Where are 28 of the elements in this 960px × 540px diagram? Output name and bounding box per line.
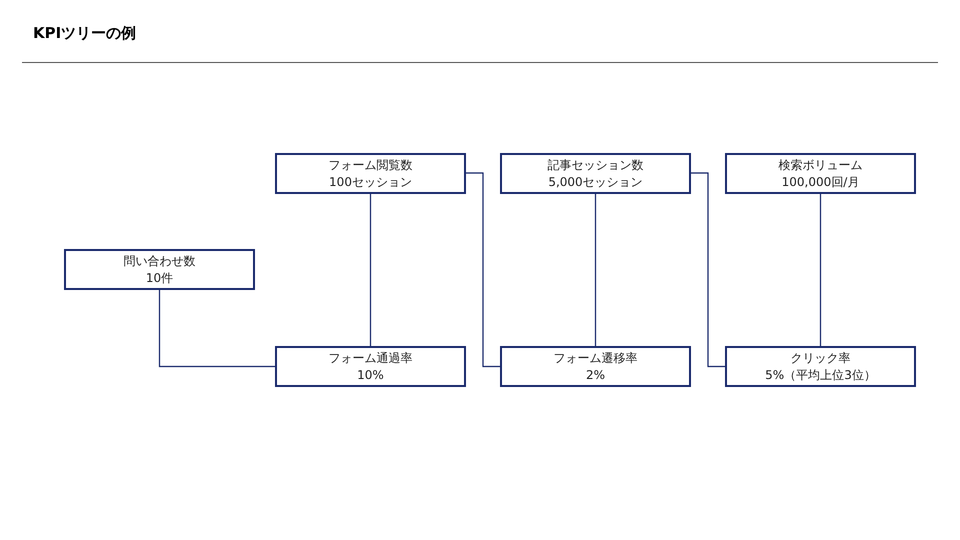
kpi-name: クリック率 — [790, 350, 850, 366]
kpi-name: フォーム遷移率 — [554, 350, 638, 366]
kpi-box — [275, 346, 466, 387]
kpi-name: 検索ボリューム — [778, 156, 862, 174]
connector-line — [594, 194, 596, 346]
kpi-value: 5,000セッション — [548, 174, 643, 190]
connector-line — [691, 172, 725, 368]
kpi-name: 記事セッション数 — [548, 156, 644, 174]
kpi-box — [275, 153, 466, 194]
kpi-value: 100セッション — [329, 174, 412, 190]
connector-line — [370, 194, 372, 346]
kpi-box — [725, 346, 916, 387]
kpi-name: フォーム閲覧数 — [328, 156, 412, 174]
kpi-name: 問い合わせ数 — [124, 252, 196, 270]
kpi-value: 100,000回/月 — [782, 174, 860, 190]
kpi-box — [64, 249, 255, 290]
kpi-box — [500, 153, 691, 194]
connector-line — [466, 172, 500, 368]
connector-line — [158, 290, 275, 368]
slide-title: KPIツリーの例 — [33, 24, 136, 43]
kpi-name: フォーム通過率 — [328, 350, 412, 366]
kpi-box — [500, 346, 691, 387]
kpi-value: 10件 — [146, 270, 174, 286]
kpi-value: 2% — [586, 366, 606, 384]
kpi-value: 10% — [357, 366, 384, 384]
kpi-value: 5%（平均上位3位） — [765, 366, 876, 384]
kpi-box — [725, 153, 916, 194]
connector-line — [820, 194, 822, 346]
